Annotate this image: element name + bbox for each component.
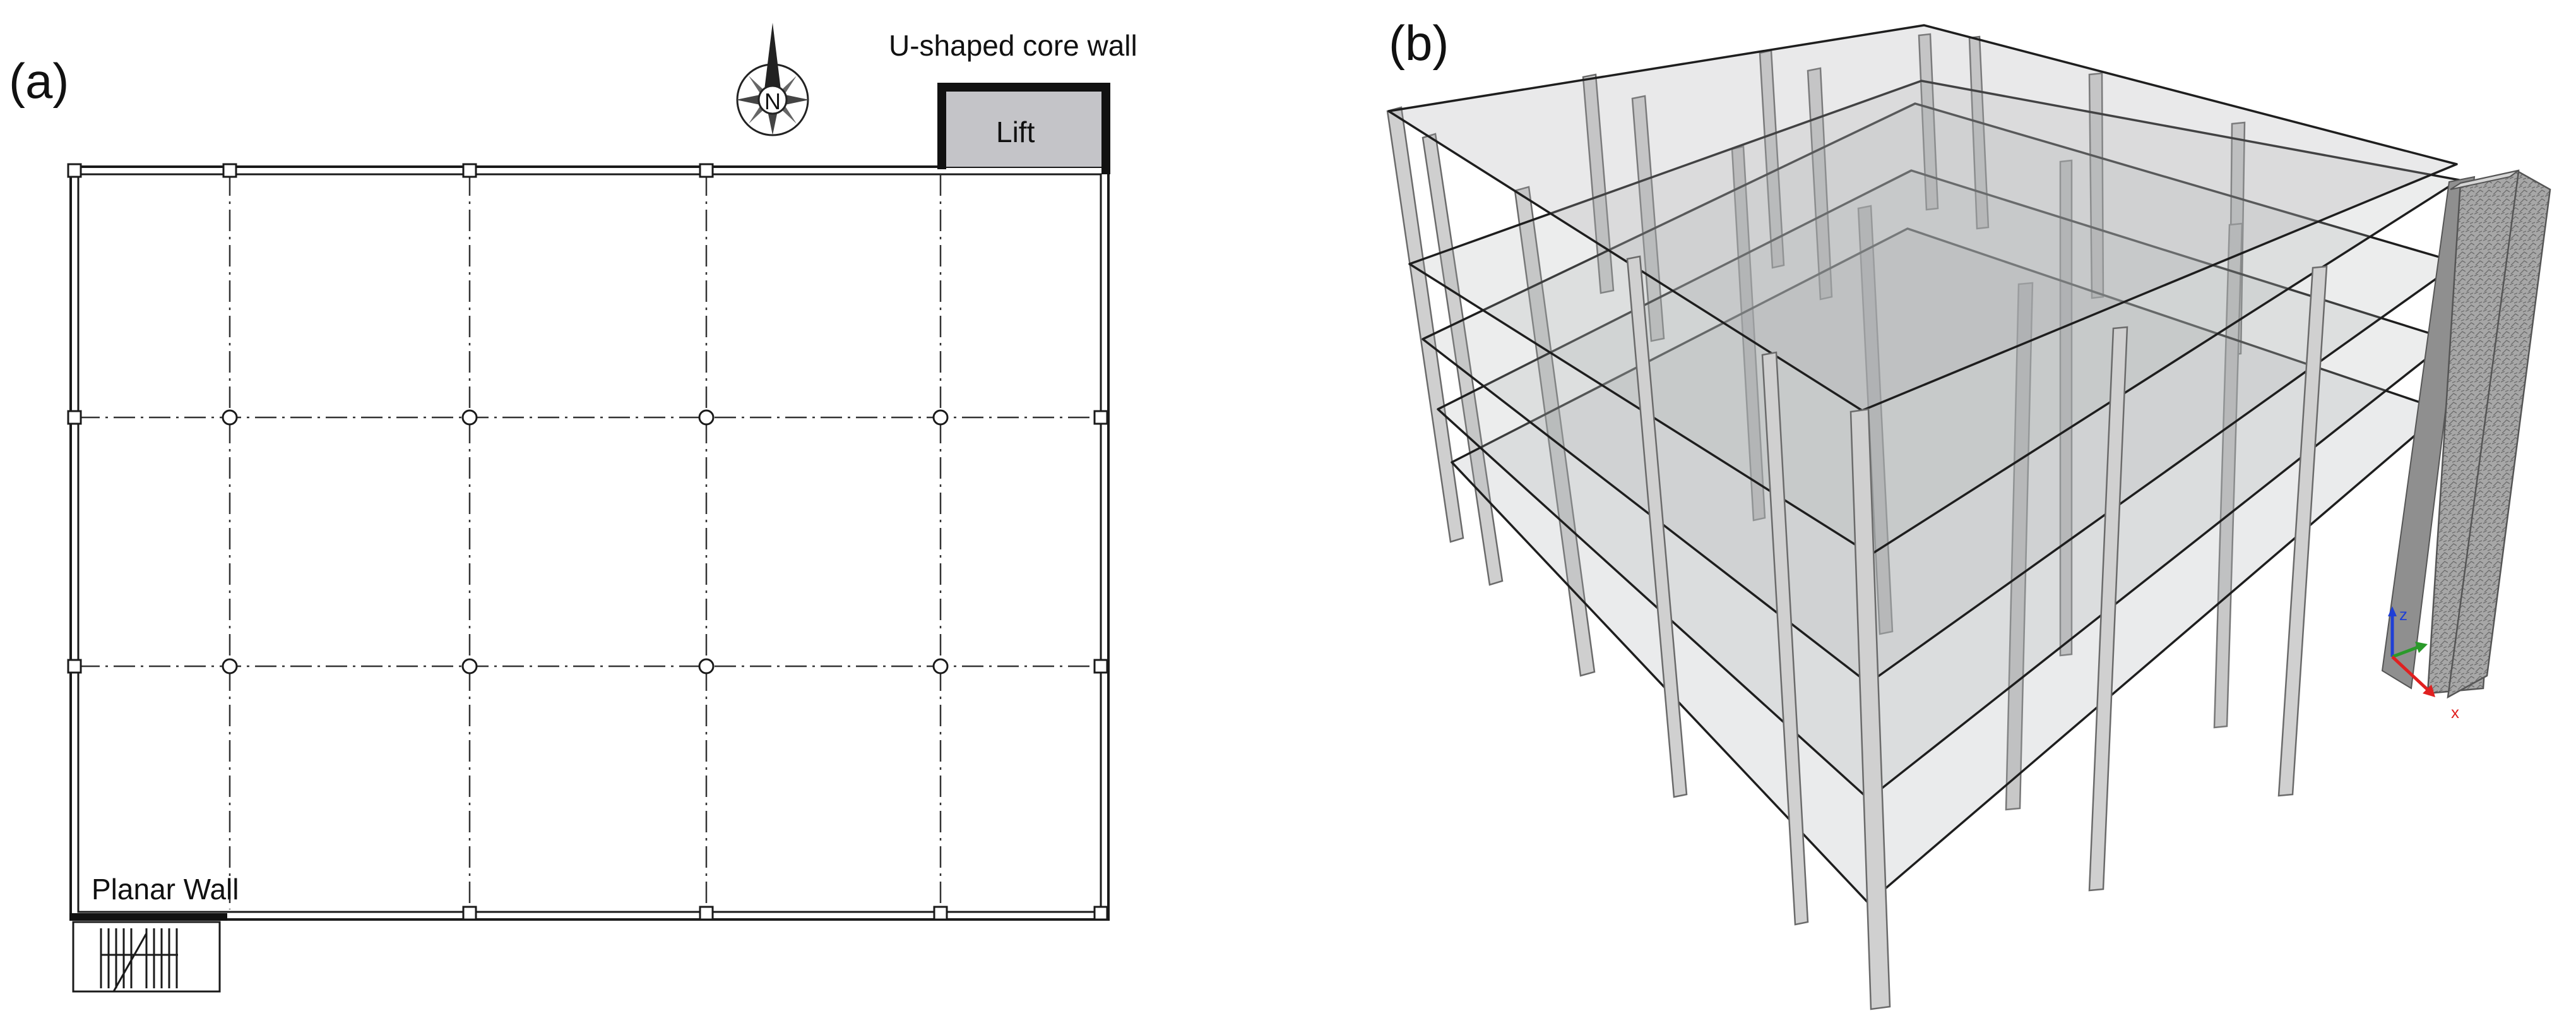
structural-grid	[78, 174, 1101, 909]
interior-columns	[222, 409, 949, 674]
panel-b-letter: (b)	[1389, 15, 1449, 71]
axis-z-label: z	[2399, 605, 2407, 624]
planar-wall-label: Planar Wall	[92, 873, 239, 906]
north-compass-icon: N	[736, 23, 809, 136]
slab-roof	[1387, 24, 2458, 412]
axis-triad: z x	[2388, 605, 2459, 722]
panel-a-plan: (a)	[9, 23, 1137, 993]
interior-columns-3d	[1731, 145, 2243, 811]
stair	[72, 921, 221, 993]
perimeter-columns	[67, 163, 1108, 921]
lift-label: Lift	[996, 116, 1035, 148]
panel-a-letter: (a)	[9, 53, 69, 109]
core-wall-label: U-shaped core wall	[889, 29, 1137, 62]
core-wall-3d	[2381, 169, 2551, 699]
axis-x-label: x	[2451, 703, 2459, 722]
core-wall: Lift	[937, 83, 1110, 174]
building-outline-outer	[69, 165, 1110, 921]
front-columns	[1626, 255, 2328, 1010]
back-columns	[1386, 33, 2246, 677]
floor-slabs	[1387, 24, 2460, 904]
building-outline-inner	[77, 173, 1102, 913]
compass-letter: N	[764, 88, 781, 114]
panel-b-model: (b)	[1386, 15, 2551, 1010]
lift-shaft	[942, 90, 1103, 167]
